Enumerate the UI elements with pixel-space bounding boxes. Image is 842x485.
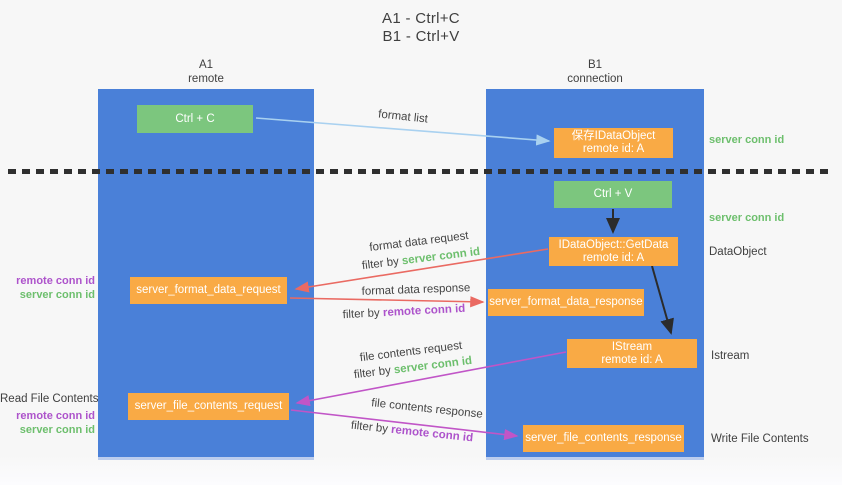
- getdata-line2: remote id: A: [582, 251, 645, 264]
- read-file-contents-label: Read File Contents: [0, 393, 99, 405]
- lane-a-header: A1 remote: [98, 58, 314, 86]
- right-server-conn-id-mid: server conn id: [709, 212, 785, 224]
- format-data-response-label: format data response: [361, 282, 471, 298]
- ctrl-v-box: Ctrl + V: [554, 181, 672, 208]
- title-line-1: A1 - Ctrl+C: [382, 10, 460, 27]
- right-server-conn-id-top: server conn id: [709, 134, 785, 146]
- server-conn-id-text: server conn id: [19, 289, 95, 301]
- save-idataobject-line1: 保存IDataObject: [571, 130, 656, 142]
- filter-by-text: filter by: [353, 364, 395, 382]
- dotted-divider-line: [8, 169, 834, 174]
- lane-a-subtitle: remote: [188, 73, 224, 85]
- istream-line2: remote id: A: [601, 353, 663, 366]
- server-file-contents-request-box: server_file_contents_request: [128, 393, 289, 420]
- filter-by-text: filter by: [361, 255, 403, 273]
- filter-by-text: filter by: [350, 419, 392, 436]
- right-write-file-contents-label: Write File Contents: [711, 433, 809, 445]
- server-format-data-request-label: server_format_data_request: [136, 284, 281, 296]
- right-istream-label: Istream: [711, 350, 750, 362]
- istream-box: IStream remote id: A: [567, 339, 697, 368]
- format-list-label: format list: [377, 108, 429, 126]
- filter-by-remote-conn-id-label-2: filter by remote conn id: [350, 420, 473, 445]
- istream-line1: IStream: [611, 340, 653, 353]
- lane-b-header: B1 connection: [486, 58, 704, 86]
- lane-b-subtitle: connection: [567, 73, 623, 85]
- ctrl-c-label: Ctrl + C: [175, 112, 215, 125]
- filter-by-remote-conn-id-label-1: filter by remote conn id: [342, 303, 465, 321]
- save-idataobject-line2: remote id: A: [582, 143, 645, 155]
- format-data-response-arrow: [289, 296, 485, 308]
- lane-a-title: A1: [198, 59, 214, 71]
- server-format-data-response-label: server_format_data_response: [489, 296, 643, 308]
- server-file-contents-response-box: server_file_contents_response: [523, 425, 684, 452]
- diagram-title: A1 - Ctrl+C B1 - Ctrl+V: [0, 10, 842, 46]
- right-dataobject-label: DataObject: [709, 246, 767, 258]
- title-line-2: B1 - Ctrl+V: [382, 28, 460, 45]
- server-conn-id-text: server conn id: [401, 245, 481, 268]
- save-idataobject-box: 保存IDataObject remote id: A: [554, 128, 673, 158]
- ctrl-v-label: Ctrl + V: [593, 188, 633, 200]
- getdata-line1: IDataObject::GetData: [558, 238, 669, 251]
- remote-conn-id-text: remote conn id: [390, 423, 474, 445]
- left-mid-conn-ids: remote conn id server conn id: [0, 274, 95, 302]
- ctrl-c-box: Ctrl + C: [137, 105, 253, 133]
- remote-conn-id-text: remote conn id: [16, 410, 95, 422]
- filter-by-text: filter by: [342, 307, 384, 322]
- server-format-data-request-box: server_format_data_request: [130, 277, 287, 304]
- server-file-contents-response-label: server_file_contents_response: [525, 432, 682, 444]
- server-format-data-response-box: server_format_data_response: [488, 289, 644, 316]
- server-file-contents-request-label: server_file_contents_request: [134, 400, 283, 412]
- file-contents-response-label: file contents response: [370, 397, 484, 421]
- lane-b-title: B1: [587, 59, 603, 71]
- remote-conn-id-text: remote conn id: [382, 302, 466, 320]
- server-conn-id-text: server conn id: [19, 424, 95, 436]
- idataobject-getdata-box: IDataObject::GetData remote id: A: [549, 237, 678, 266]
- left-bottom-labels: Read File Contents remote conn id server…: [0, 392, 99, 437]
- remote-conn-id-text: remote conn id: [16, 275, 95, 287]
